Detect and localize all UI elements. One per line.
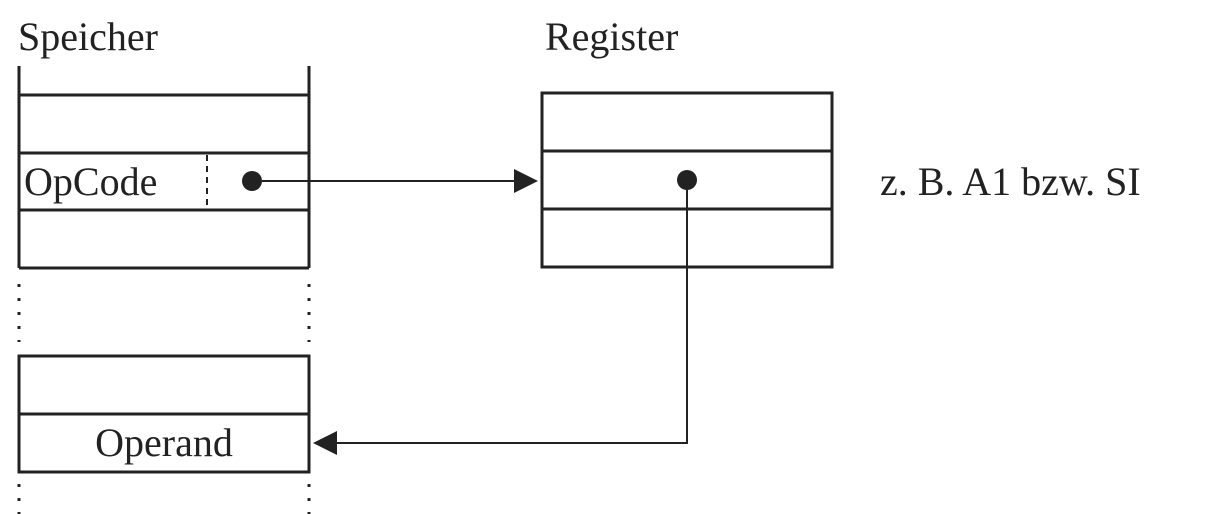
memory-continuation (17, 284, 311, 342)
opcode-label: OpCode (24, 159, 157, 204)
address-pointer-dot (242, 171, 262, 191)
register-example-note: z. B. A1 bzw. SI (880, 159, 1141, 204)
memory-lower (17, 354, 311, 474)
arrow-head-right (514, 169, 538, 193)
memory-continuation-bottom (17, 484, 311, 514)
arrow-register-to-operand (336, 190, 688, 444)
memory-upper (17, 66, 311, 270)
arrow-head-left (313, 431, 337, 455)
operand-label: Operand (95, 420, 233, 465)
register-title: Register (545, 14, 678, 59)
memory-title: Speicher (18, 14, 158, 59)
register-pointer-dot (677, 170, 697, 190)
